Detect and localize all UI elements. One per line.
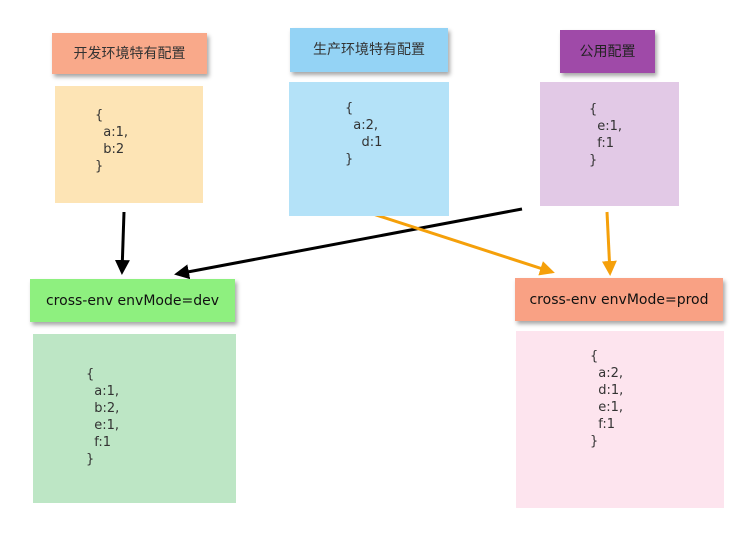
config-line: }: [86, 452, 95, 467]
config-line: {: [95, 108, 104, 123]
config-line: {: [590, 349, 599, 364]
arrow-common-to-dev-result: [174, 207, 523, 280]
config-line: e:1,: [589, 119, 623, 134]
config-line: d:1,: [590, 383, 624, 398]
prod-result-config-lines: { a:2, d:1, e:1, f:1}: [590, 348, 724, 450]
config-line: a:1,: [86, 384, 120, 399]
arrow-common-to-prod-result: [601, 211, 617, 276]
common-label: 公用配置: [560, 30, 655, 73]
config-line: a:2,: [345, 118, 379, 133]
prod-specific-config-box: { a:2, d:1}: [289, 82, 449, 216]
arrow-prod-to-prod-result: [372, 212, 555, 276]
prod-result-config-box: { a:2, d:1, e:1, f:1}: [516, 331, 724, 508]
dev-command-label: cross-env envMode=dev: [30, 279, 235, 322]
dev-specific-config-lines: { a:1, b:2}: [95, 107, 203, 175]
dev-specific-label-text: 开发环境特有配置: [73, 45, 186, 62]
config-line: a:1,: [95, 125, 129, 140]
dev-result-config-box: { a:1, b:2, e:1, f:1}: [33, 334, 236, 503]
config-line: a:2,: [590, 366, 624, 381]
common-config-lines: { e:1, f:1}: [589, 101, 679, 169]
dev-specific-label: 开发环境特有配置: [52, 33, 207, 74]
config-line: f:1: [590, 417, 616, 432]
prod-command-label: cross-env envMode=prod: [515, 278, 723, 321]
config-line: {: [589, 102, 598, 117]
dev-result-config-lines: { a:1, b:2, e:1, f:1}: [86, 366, 236, 468]
dev-specific-config-box: { a:1, b:2}: [55, 86, 203, 203]
config-line: d:1: [345, 135, 383, 150]
config-line: b:2,: [86, 401, 120, 416]
config-line: }: [345, 152, 354, 167]
prod-specific-config-lines: { a:2, d:1}: [345, 100, 449, 168]
config-line: e:1,: [590, 400, 624, 415]
config-line: {: [86, 367, 95, 382]
config-line: f:1: [589, 136, 615, 151]
prod-specific-label: 生产环境特有配置: [290, 28, 448, 72]
config-line: }: [589, 153, 598, 168]
dev-command-label-text: cross-env envMode=dev: [45, 292, 219, 309]
config-line: e:1,: [86, 418, 120, 433]
prod-specific-label-text: 生产环境特有配置: [313, 42, 425, 58]
config-line: b:2: [95, 142, 125, 157]
common-config-box: { e:1, f:1}: [540, 82, 679, 206]
config-line: }: [95, 159, 104, 174]
config-line: f:1: [86, 435, 112, 450]
common-label-text: 公用配置: [579, 43, 636, 60]
config-line: {: [345, 101, 354, 116]
config-line: }: [590, 434, 599, 449]
prod-command-label-text: cross-env envMode=prod: [529, 291, 709, 308]
arrow-dev-to-dev-result: [114, 211, 130, 275]
